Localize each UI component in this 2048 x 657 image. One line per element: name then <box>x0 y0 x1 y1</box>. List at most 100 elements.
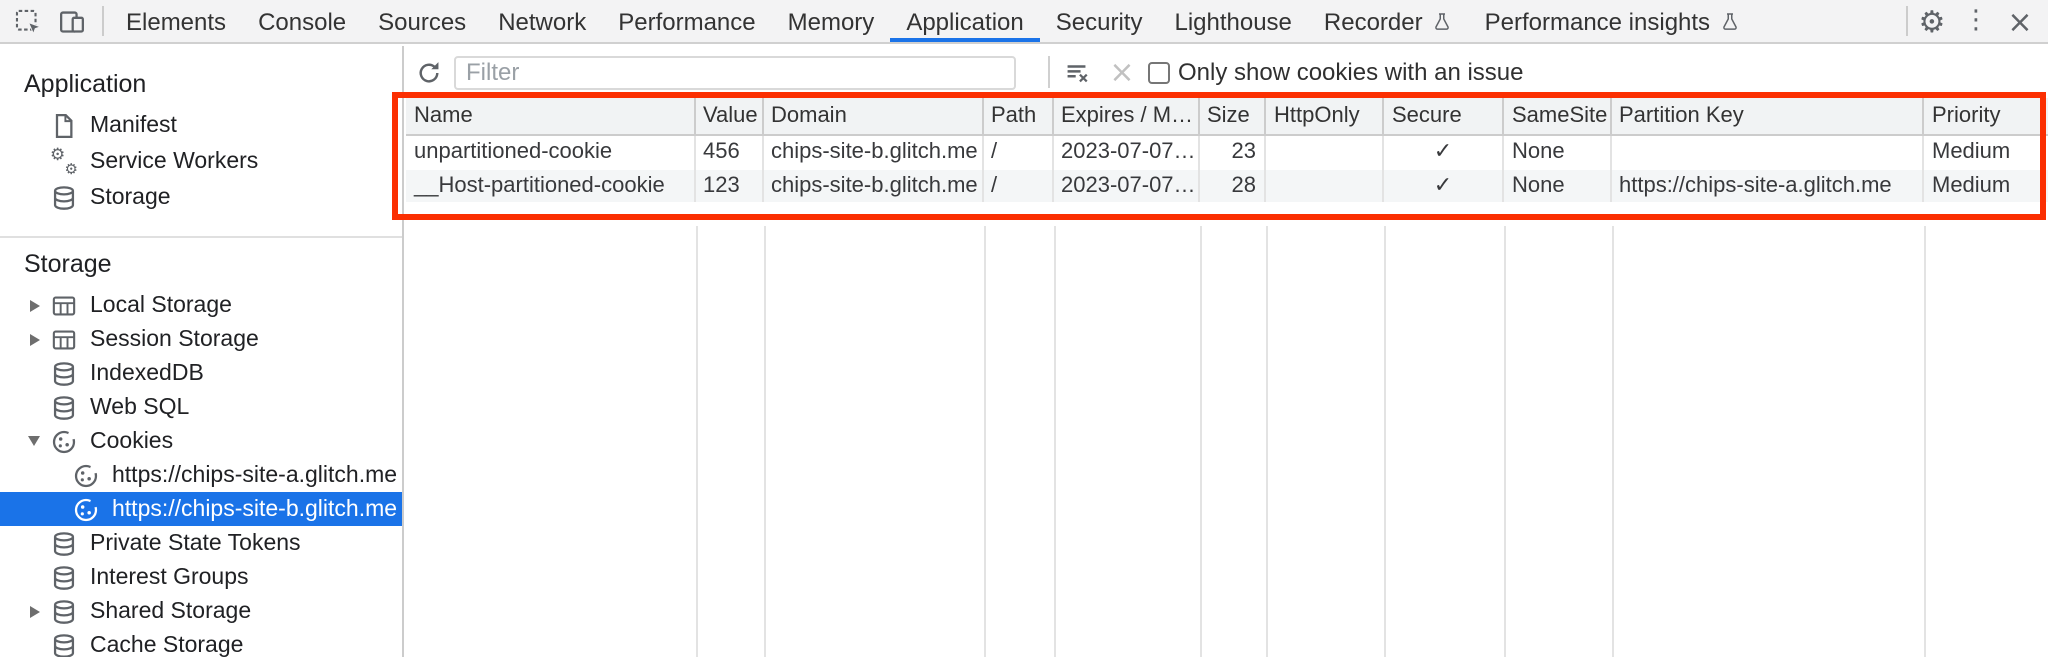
tab-label: Memory <box>787 7 875 35</box>
sidebar-item-label: Storage <box>90 186 171 210</box>
column-header-partition-key[interactable]: Partition Key <box>1611 98 1924 134</box>
sidebar-item-label: Shared Storage <box>90 599 252 623</box>
tab-performance[interactable]: Performance <box>602 0 771 42</box>
tab-elements[interactable]: Elements <box>110 0 242 42</box>
sidebar-item-cache-storage[interactable]: Cache Storage <box>0 628 402 657</box>
cell-size[interactable]: 23 <box>1199 136 1266 169</box>
tab-memory[interactable]: Memory <box>772 0 891 42</box>
tab-security[interactable]: Security <box>1040 0 1159 42</box>
cell-secure[interactable]: ✓ <box>1384 169 1504 202</box>
column-header-size[interactable]: Size <box>1199 98 1266 134</box>
tab-recorder[interactable]: Recorder <box>1308 0 1469 42</box>
tab-sources[interactable]: Sources <box>362 0 482 42</box>
sidebar-item-label: Service Workers <box>90 150 259 174</box>
tab-performance-insights[interactable]: Performance insights <box>1469 0 1756 42</box>
column-header-value[interactable]: Value <box>695 98 763 134</box>
column-header-samesite[interactable]: SameSite <box>1504 98 1611 134</box>
delete-cookies-icon[interactable]: × <box>1109 54 1135 90</box>
cell-expires[interactable]: 2023-07-07… <box>1053 136 1199 169</box>
sidebar-item-session-storage[interactable]: Session Storage <box>0 322 402 356</box>
column-header-domain[interactable]: Domain <box>763 98 983 134</box>
sidebar-item-cookies[interactable]: Cookies <box>0 424 402 458</box>
sidebar-item-label: Private State Tokens <box>90 531 301 555</box>
cell-value[interactable]: 456 <box>695 136 763 169</box>
cell-same-site[interactable]: None <box>1504 136 1611 169</box>
chevron-right-icon[interactable] <box>24 299 44 311</box>
table-icon <box>48 291 80 319</box>
sidebar-item-https-chips-site-a-glitch-me[interactable]: https://chips-site-a.glitch.me <box>0 458 402 492</box>
column-header-expires-m[interactable]: Expires / M… <box>1053 98 1199 134</box>
column-header-secure[interactable]: Secure <box>1384 98 1504 134</box>
cell-priority[interactable]: Medium <box>1932 140 2011 164</box>
cookie-icon <box>48 427 80 455</box>
close-devtools-icon[interactable]: × <box>2007 3 2033 39</box>
chevron-right-icon[interactable] <box>24 333 44 345</box>
tab-network[interactable]: Network <box>482 0 602 42</box>
sidebar-item-private-state-tokens[interactable]: Private State Tokens <box>0 526 402 560</box>
cell-value[interactable]: 123 <box>695 169 763 202</box>
tab-lighthouse[interactable]: Lighthouse <box>1158 0 1307 42</box>
column-separator-line <box>1053 226 1055 657</box>
sidebar-item-local-storage[interactable]: Local Storage <box>0 288 402 322</box>
chevron-right-icon[interactable] <box>24 605 44 617</box>
tab-application[interactable]: Application <box>890 0 1040 42</box>
cell-size[interactable]: 28 <box>1199 169 1266 202</box>
settings-gear-icon[interactable]: ⚙ <box>1918 3 1946 39</box>
cell-priority[interactable]: Medium <box>1932 173 2011 197</box>
sidebar-item-web-sql[interactable]: Web SQL <box>0 390 402 424</box>
cell-name[interactable]: unpartitioned-cookie <box>406 136 695 169</box>
cookies-toolbar: × Only show cookies with an issue <box>406 46 2048 98</box>
column-header-name[interactable]: Name <box>406 98 695 134</box>
chevron-down-icon[interactable] <box>24 436 44 446</box>
sidebar-item-service-workers[interactable]: ⚙⚙Service Workers <box>0 144 402 180</box>
only-show-issue-checkbox[interactable] <box>1148 61 1170 83</box>
refresh-icon[interactable] <box>408 52 448 92</box>
tab-label: Security <box>1055 7 1143 35</box>
sidebar-item-https-chips-site-b-glitch-me[interactable]: https://chips-site-b.glitch.me <box>0 492 402 526</box>
cookie-icon <box>70 495 102 523</box>
tab-bar-right-controls: ⚙ ⋮ × <box>1906 1 2048 41</box>
cell-http-only[interactable] <box>1266 169 1384 202</box>
sidebar-item-label: Cookies <box>90 429 174 453</box>
cell-same-site[interactable]: None <box>1504 169 1611 202</box>
sidebar-item-interest-groups[interactable]: Interest Groups <box>0 560 402 594</box>
experiment-flask-icon <box>1720 9 1740 33</box>
sidebar-item-shared-storage[interactable]: Shared Storage <box>0 594 402 628</box>
cell-http-only[interactable] <box>1266 136 1384 169</box>
sidebar-item-indexeddb[interactable]: IndexedDB <box>0 356 402 390</box>
column-header-priority[interactable]: Priority <box>1932 104 2001 128</box>
column-header-httponly[interactable]: HttpOnly <box>1266 98 1384 134</box>
cell-domain[interactable]: chips-site-b.glitch.me <box>763 169 983 202</box>
cell-secure[interactable]: ✓ <box>1384 136 1504 169</box>
only-show-issue-label[interactable]: Only show cookies with an issue <box>1178 58 1524 86</box>
sidebar-item-storage[interactable]: Storage <box>0 180 402 216</box>
clear-filter-icon[interactable] <box>1058 52 1094 92</box>
cell-partition-key[interactable] <box>1611 136 1924 169</box>
sidebar-item-label: Manifest <box>90 114 177 138</box>
inspect-element-icon[interactable] <box>6 1 50 41</box>
cell-path[interactable]: / <box>983 169 1053 202</box>
cell-expires[interactable]: 2023-07-07… <box>1053 169 1199 202</box>
device-toolbar-icon[interactable] <box>50 1 94 41</box>
column-header-path[interactable]: Path <box>983 98 1053 134</box>
sidebar-item-label: Cache Storage <box>90 633 244 657</box>
cell-partition-key[interactable]: https://chips-site-a.glitch.me <box>1611 169 1924 202</box>
cell-path[interactable]: / <box>983 136 1053 169</box>
cell-name[interactable]: __Host-partitioned-cookie <box>406 169 695 202</box>
tab-label: Recorder <box>1323 7 1423 35</box>
kebab-menu-icon[interactable]: ⋮ <box>1963 6 1989 36</box>
cookie-icon <box>70 461 102 489</box>
cell-domain[interactable]: chips-site-b.glitch.me <box>763 136 983 169</box>
column-separator-line <box>1199 226 1201 657</box>
column-separator-line <box>1384 226 1386 657</box>
tab-console[interactable]: Console <box>242 0 362 42</box>
empty-grid-columns <box>406 226 2048 657</box>
tab-label: Lighthouse <box>1174 7 1292 35</box>
filter-input[interactable] <box>454 55 1016 89</box>
sidebar-item-manifest[interactable]: Manifest <box>0 108 402 144</box>
toolbar-divider <box>1906 6 1908 36</box>
database-icon <box>48 597 80 625</box>
